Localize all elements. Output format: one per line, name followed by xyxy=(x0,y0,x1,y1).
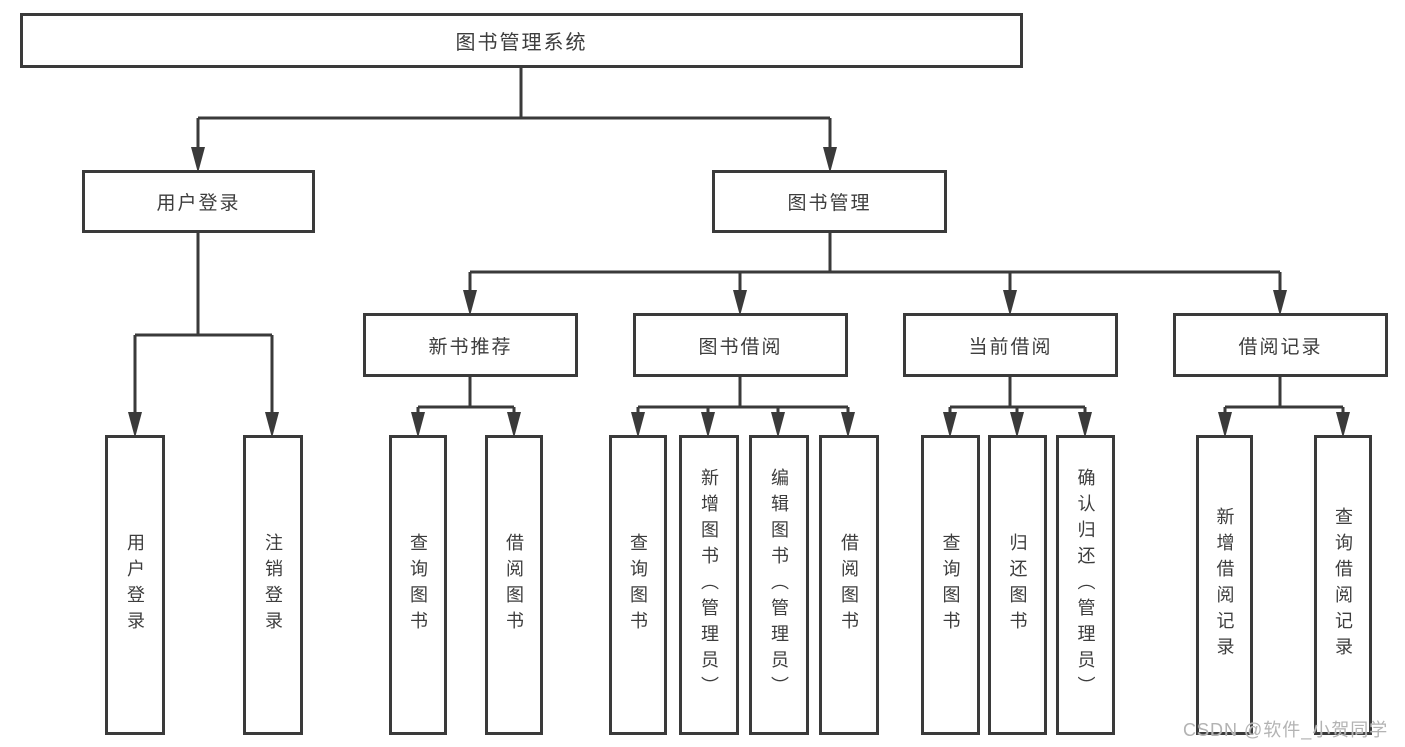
leaf-borrow-books-borrow: 借阅图书 xyxy=(819,435,879,735)
csdn-watermark: CSDN @软件_小贺同学 xyxy=(1183,720,1389,740)
node-book-borrow: 图书借阅 xyxy=(633,313,848,377)
node-new-book-recommend: 新书推荐 xyxy=(363,313,578,377)
leaf-add-borrow-record: 新增借阅记录 xyxy=(1196,435,1253,735)
leaf-confirm-return-admin: 确认归还（管理员） xyxy=(1056,435,1115,735)
node-borrow-records: 借阅记录 xyxy=(1173,313,1388,377)
leaf-query-books-borrow: 查询图书 xyxy=(609,435,667,735)
leaf-logout: 注销登录 xyxy=(243,435,303,735)
leaf-query-books-recommend: 查询图书 xyxy=(389,435,447,735)
leaf-user-login: 用户登录 xyxy=(105,435,165,735)
node-root: 图书管理系统 xyxy=(20,13,1023,68)
leaf-query-books-current: 查询图书 xyxy=(921,435,980,735)
node-book-management: 图书管理 xyxy=(712,170,947,233)
leaf-add-book-admin: 新增图书（管理员） xyxy=(679,435,739,735)
leaf-query-borrow-record: 查询借阅记录 xyxy=(1314,435,1372,735)
node-user-login: 用户登录 xyxy=(82,170,315,233)
leaf-edit-book-admin: 编辑图书（管理员） xyxy=(749,435,809,735)
leaf-borrow-books-recommend: 借阅图书 xyxy=(485,435,543,735)
leaf-return-book: 归还图书 xyxy=(988,435,1047,735)
node-current-borrow: 当前借阅 xyxy=(903,313,1118,377)
